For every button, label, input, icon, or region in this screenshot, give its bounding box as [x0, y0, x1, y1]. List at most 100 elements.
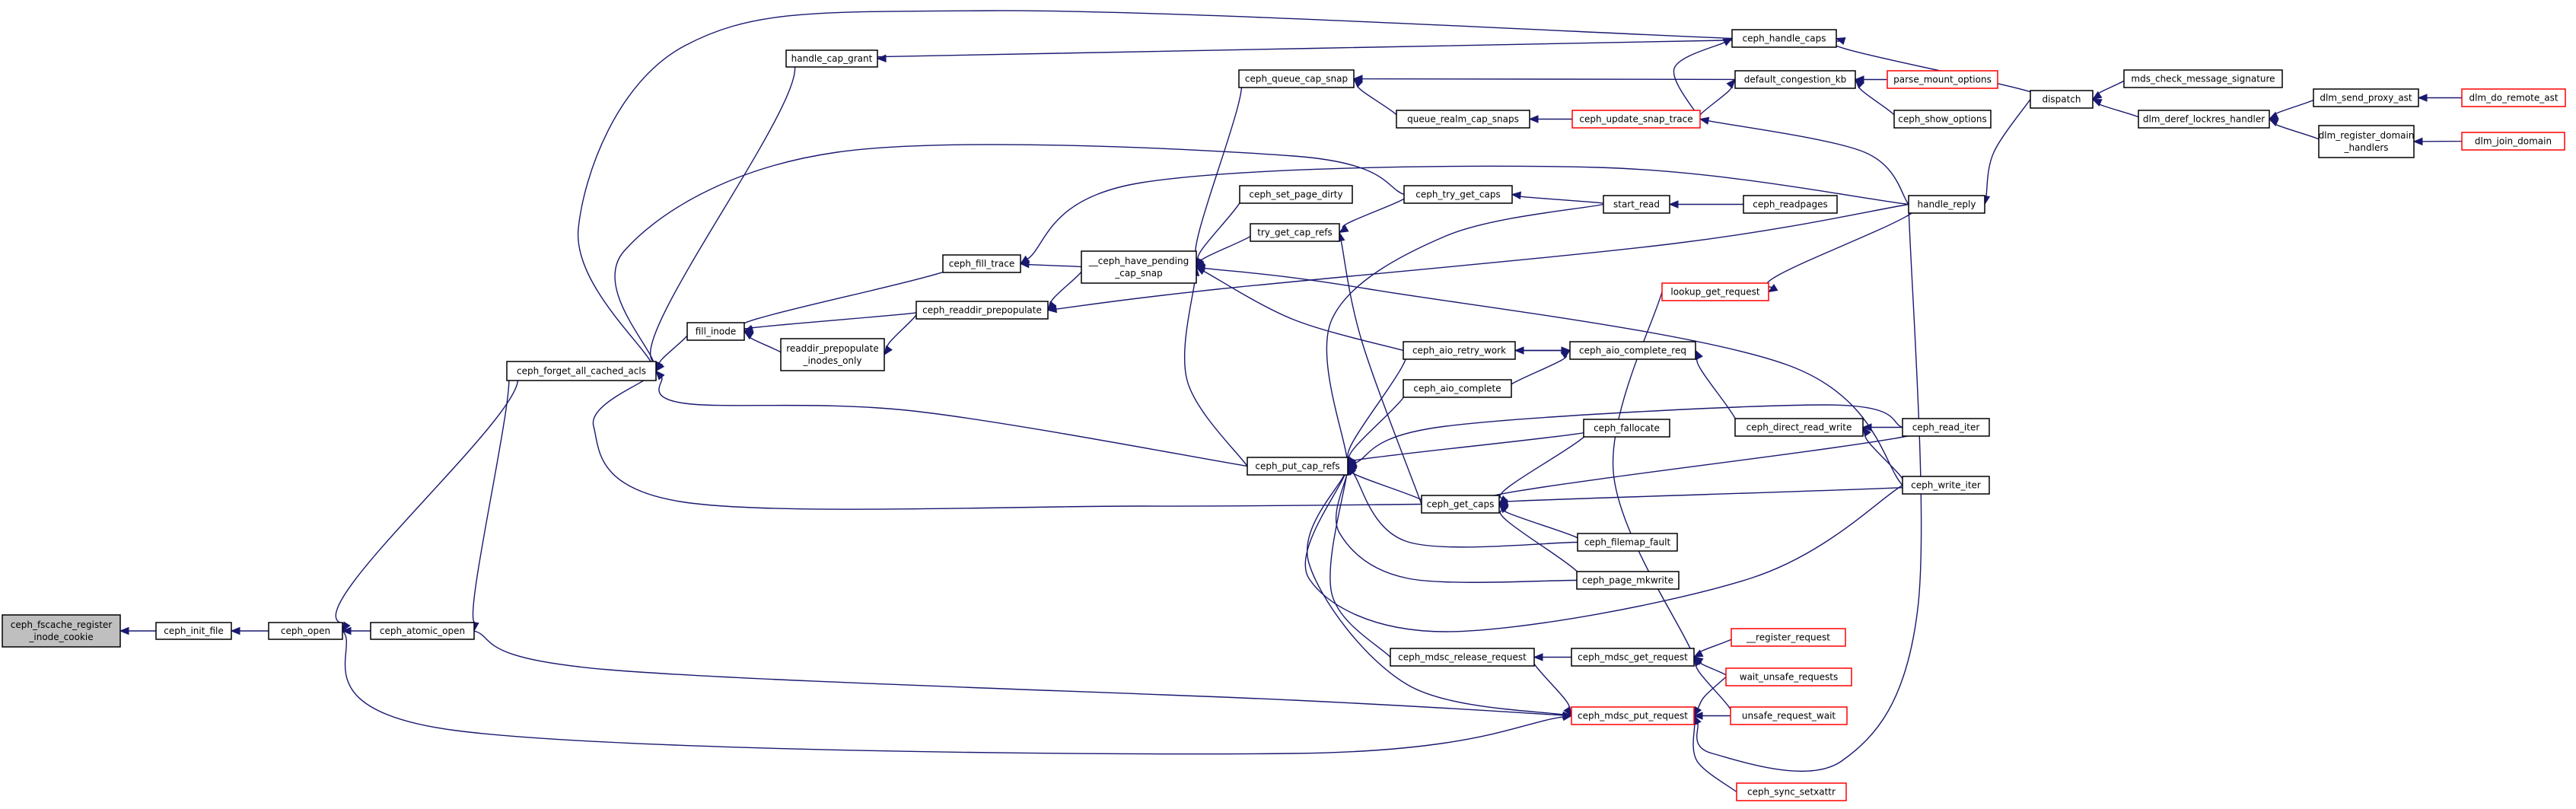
edge-line	[1708, 119, 1909, 205]
node-label: ceph_page_mkwrite	[1582, 575, 1673, 586]
node-atomic-open[interactable]: ceph_atomic_open	[370, 622, 475, 640]
edge-dlm_join-to-dlm_register	[2412, 137, 2466, 146]
node-box	[1725, 667, 1852, 686]
node-try-get-cap-refs[interactable]: try_get_cap_refs	[1250, 223, 1340, 242]
node-fallocate[interactable]: ceph_fallocate	[1583, 419, 1670, 438]
arrowhead	[1533, 653, 1543, 661]
node-label: ceph_write_iter	[1911, 480, 1981, 491]
arrowhead	[342, 621, 351, 632]
node-mds-check-sig[interactable]: mds_check_message_signature	[2123, 69, 2283, 88]
node-label: ceph_direct_read_write	[1747, 422, 1852, 433]
edge-fallocate-to-get_caps	[1498, 427, 1590, 505]
node-queue-cap-snap[interactable]: ceph_queue_cap_snap	[1238, 69, 1355, 88]
edge-line	[658, 377, 1248, 467]
node-label: ceph_get_caps	[1427, 499, 1495, 510]
edge-readdir_prepopulate-to-fill_inode	[740, 309, 928, 335]
node-aio-retry[interactable]: ceph_aio_retry_work	[1403, 341, 1516, 360]
node-write-iter[interactable]: ceph_write_iter	[1902, 476, 1990, 495]
edge-line	[473, 630, 1564, 716]
node-readpages[interactable]: ceph_readpages	[1743, 195, 1838, 214]
node-mdsc-release[interactable]: ceph_mdsc_release_request	[1390, 648, 1535, 667]
arrowhead	[1695, 349, 1703, 361]
edge-start_read-to-put_cap_refs	[1326, 203, 1604, 467]
node-aio-complete-req[interactable]: ceph_aio_complete_req	[1569, 341, 1696, 360]
node-mdsc-get[interactable]: ceph_mdsc_get_request	[1571, 648, 1695, 667]
node-box	[2461, 88, 2566, 107]
edge-line	[1204, 267, 1903, 486]
node-label: _handlers	[2343, 142, 2388, 153]
edge-line	[335, 370, 519, 625]
node-queue-realm[interactable]: queue_realm_cap_snaps	[1396, 110, 1530, 129]
node-dlm-join[interactable]: dlm_join_domain	[2461, 132, 2565, 151]
node-forget-acls[interactable]: ceph_forget_all_cached_acls	[506, 361, 657, 381]
node-init-file[interactable]: ceph_init_file	[155, 622, 232, 640]
edge-handle_reply-to-readdir_prepopulate	[1046, 203, 1909, 314]
node-parse-mount[interactable]: parse_mount_options	[1887, 70, 1998, 89]
node-unsafe-wait[interactable]: unsafe_request_wait	[1730, 706, 1848, 725]
node-label: ceph_aio_complete_req	[1579, 346, 1686, 356]
node-update-snap-trace[interactable]: ceph_update_snap_trace	[1571, 110, 1701, 129]
node-dlm-do-remote[interactable]: dlm_do_remote_ast	[2461, 88, 2566, 107]
node-handle-caps[interactable]: ceph_handle_caps	[1731, 29, 1837, 48]
node-dlm-send-proxy[interactable]: dlm_send_proxy_ast	[2313, 88, 2419, 107]
node-label: __ceph_have_pending	[1088, 256, 1189, 266]
node-dlm-deref[interactable]: dlm_deref_lockres_handler	[2138, 110, 2270, 129]
edges-layer	[119, 10, 2466, 793]
node-box	[915, 301, 1049, 320]
node-have-pending[interactable]: __ceph_have_pending_cap_snap	[1081, 250, 1197, 284]
node-readdir-prepop-only[interactable]: readdir_prepopulate_inodes_only	[780, 338, 885, 371]
arrowhead	[1498, 503, 1508, 514]
arrowhead	[230, 626, 240, 635]
node-start-read[interactable]: start_read	[1603, 195, 1670, 214]
node-box	[155, 622, 232, 640]
node-box	[2030, 90, 2094, 109]
node-open[interactable]: ceph_open	[268, 622, 343, 640]
edge-line	[1184, 275, 1248, 467]
node-dispatch[interactable]: dispatch	[2030, 90, 2094, 109]
node-box	[2318, 125, 2415, 158]
node-root[interactable]: ceph_fscache_register_inode_cookie	[2, 614, 121, 648]
node-label: ceph_open	[281, 626, 330, 636]
arrowhead	[2412, 137, 2423, 146]
node-put-cap-refs[interactable]: ceph_put_cap_refs	[1247, 457, 1348, 476]
arrowhead	[1511, 191, 1521, 199]
node-try-get-caps[interactable]: ceph_try_get_caps	[1403, 185, 1513, 204]
node-box	[1081, 250, 1197, 284]
node-default-congestion[interactable]: default_congestion_kb	[1734, 70, 1856, 89]
node-aio-complete[interactable]: ceph_aio_complete	[1403, 379, 1512, 398]
edge-direct_rw-to-aio_complete_req	[1695, 349, 1738, 428]
arrowhead	[1668, 200, 1679, 209]
node-handle-cap-grant[interactable]: handle_cap_grant	[785, 49, 878, 68]
node-wait-unsafe[interactable]: wait_unsafe_requests	[1725, 667, 1852, 686]
node-set-page-dirty[interactable]: ceph_set_page_dirty	[1239, 185, 1353, 204]
node-fill-trace[interactable]: ceph_fill_trace	[942, 254, 1021, 273]
arrowhead	[2091, 91, 2103, 100]
arrowhead	[743, 324, 754, 333]
node-fill-inode[interactable]: fill_inode	[686, 322, 745, 341]
node-read-iter[interactable]: ceph_read_iter	[1902, 418, 1990, 437]
node-direct-rw[interactable]: ceph_direct_read_write	[1734, 418, 1864, 437]
arrowhead	[1835, 37, 1846, 45]
edge-line	[1339, 427, 1600, 466]
edge-line	[1027, 165, 1909, 260]
node-mdsc-put[interactable]: ceph_mdsc_put_request	[1571, 706, 1695, 725]
node-label: ceph_aio_complete	[1413, 384, 1501, 394]
node-lookup-get-request[interactable]: lookup_get_request	[1661, 282, 1769, 301]
node-sync-setxattr[interactable]: ceph_sync_setxattr	[1736, 782, 1847, 801]
node-handle-reply[interactable]: handle_reply	[1908, 195, 1985, 214]
node-box	[1603, 195, 1670, 214]
edge-line	[1696, 204, 1922, 772]
node-label: ceph_update_snap_trace	[1579, 114, 1692, 125]
node-readdir-prepopulate[interactable]: ceph_readdir_prepopulate	[915, 301, 1049, 320]
node-show-options[interactable]: ceph_show_options	[1893, 110, 1992, 129]
arrowhead	[655, 370, 665, 381]
node-filemap-fault[interactable]: ceph_filemap_fault	[1577, 533, 1678, 552]
node-register-request[interactable]: __register_request	[1731, 628, 1846, 647]
node-page-mkwrite[interactable]: ceph_page_mkwrite	[1576, 571, 1680, 590]
arrowhead	[1767, 283, 1778, 293]
edge-have_pending-to-readdir_prepopulate	[1047, 266, 1084, 311]
node-dlm-register[interactable]: dlm_register_domain_handlers	[2318, 125, 2415, 158]
edge-mdsc_release-to-put_cap_refs	[1329, 465, 1391, 658]
node-label: ceph_forget_all_cached_acls	[517, 366, 646, 377]
node-get-caps[interactable]: ceph_get_caps	[1421, 495, 1500, 514]
